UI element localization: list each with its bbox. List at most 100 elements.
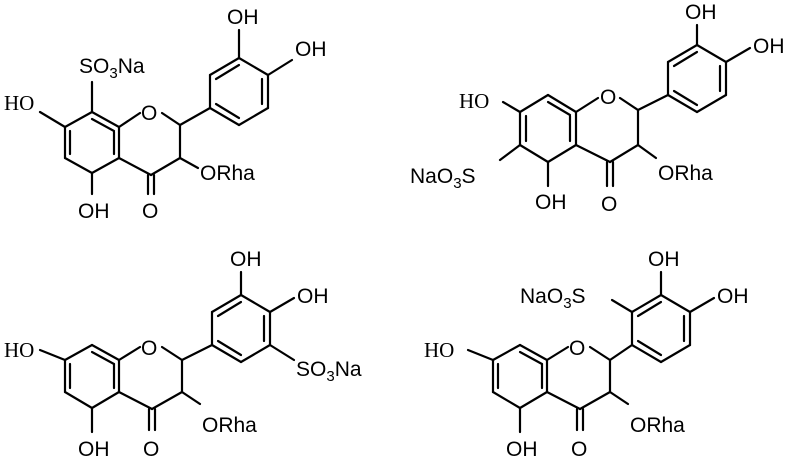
bond-double	[90, 350, 116, 366]
bond-double	[672, 50, 699, 68]
bond	[117, 156, 153, 177]
bond	[610, 298, 634, 314]
bond-double	[636, 300, 663, 318]
bond	[588, 345, 612, 362]
bond	[574, 96, 600, 114]
bond	[695, 43, 728, 64]
bond	[688, 296, 716, 314]
oh-label: OH	[685, 1, 717, 24]
bond	[90, 110, 121, 129]
ho-label: HO	[459, 89, 489, 113]
bond	[268, 343, 296, 362]
structure-4: HO O ORha OH O OH OH NaO3S	[424, 248, 749, 461]
bond	[180, 390, 202, 406]
bond-double	[214, 63, 241, 81]
structure-1: SO3Na HO O ORha OH O OH OH	[4, 6, 327, 223]
oh-label: OH	[717, 285, 749, 308]
bond	[608, 390, 630, 406]
structure-3: HO O ORha OH O OH OH SO3Na	[4, 248, 362, 461]
bond	[545, 345, 570, 362]
bond	[90, 390, 121, 410]
bond	[90, 156, 121, 175]
structure-2: HO O NaO3S OH O ORha OH OH	[410, 1, 785, 216]
bond	[208, 56, 241, 77]
bond	[266, 58, 294, 77]
bond	[546, 93, 578, 114]
bond	[501, 100, 522, 114]
sulfonate-label: NaO3S	[520, 285, 586, 312]
bond	[117, 111, 142, 129]
bond-double	[636, 339, 663, 357]
oh-bottom-label: OH	[78, 200, 110, 223]
bond	[608, 143, 640, 164]
carbonyl-oxygen-label: O	[143, 438, 159, 461]
bond	[666, 93, 699, 114]
bond	[659, 343, 692, 364]
bond	[210, 293, 243, 314]
bond	[178, 156, 200, 170]
bond	[180, 343, 214, 362]
bond	[239, 343, 272, 364]
bond	[724, 46, 752, 64]
bond	[178, 106, 212, 127]
ho-label: HO	[4, 91, 34, 115]
bond	[466, 348, 495, 362]
ring-oxygen-label: O	[141, 102, 157, 125]
bond	[491, 390, 522, 410]
bond-double	[546, 100, 572, 117]
orha-label: ORha	[630, 414, 685, 437]
bond-double	[90, 117, 116, 133]
bond	[659, 293, 692, 314]
orha-label: ORha	[200, 162, 255, 185]
bond	[239, 293, 272, 314]
oh-bottom-label: OH	[535, 191, 567, 214]
bond	[63, 110, 94, 129]
bond-double	[216, 300, 243, 318]
orha-label: ORha	[202, 414, 257, 437]
bond	[636, 93, 670, 112]
bond	[90, 343, 121, 362]
bond	[578, 390, 612, 411]
ring-oxygen-label: O	[569, 337, 585, 360]
bond	[268, 296, 296, 314]
carbonyl-oxygen-label: O	[571, 438, 587, 461]
sulfonate-label: SO3Na	[296, 358, 362, 385]
bond	[38, 110, 67, 129]
bond	[237, 56, 270, 77]
bond-double	[216, 339, 243, 357]
bond	[117, 390, 154, 411]
bond	[63, 156, 94, 175]
bond	[210, 343, 243, 364]
ho-label: HO	[424, 338, 454, 362]
bond	[117, 345, 142, 362]
bond	[608, 343, 634, 362]
bond	[518, 343, 549, 362]
bond	[618, 96, 640, 112]
oh-bottom-label: OH	[506, 438, 538, 461]
bond	[518, 390, 549, 410]
bond	[518, 93, 550, 114]
bond	[666, 43, 699, 64]
bond	[518, 143, 550, 164]
ring-oxygen-label: O	[141, 337, 157, 360]
bond	[237, 106, 270, 127]
bond	[149, 156, 182, 177]
bond	[630, 293, 663, 314]
oh-label: OH	[648, 248, 680, 271]
bond	[150, 390, 184, 411]
bond	[630, 343, 663, 364]
bond	[160, 345, 184, 362]
sulfonate-label: SO3Na	[79, 55, 145, 82]
bond	[695, 93, 728, 114]
bond	[545, 390, 582, 411]
sulfonate-label: NaO3S	[410, 165, 476, 192]
bond	[38, 348, 67, 362]
bond	[208, 106, 241, 127]
oh-label: OH	[753, 35, 785, 58]
orha-label: ORha	[658, 162, 713, 185]
bond	[63, 343, 94, 362]
ring-oxygen-label: O	[600, 86, 616, 109]
oh-label: OH	[297, 285, 329, 308]
carbonyl-oxygen-label: O	[601, 193, 617, 216]
